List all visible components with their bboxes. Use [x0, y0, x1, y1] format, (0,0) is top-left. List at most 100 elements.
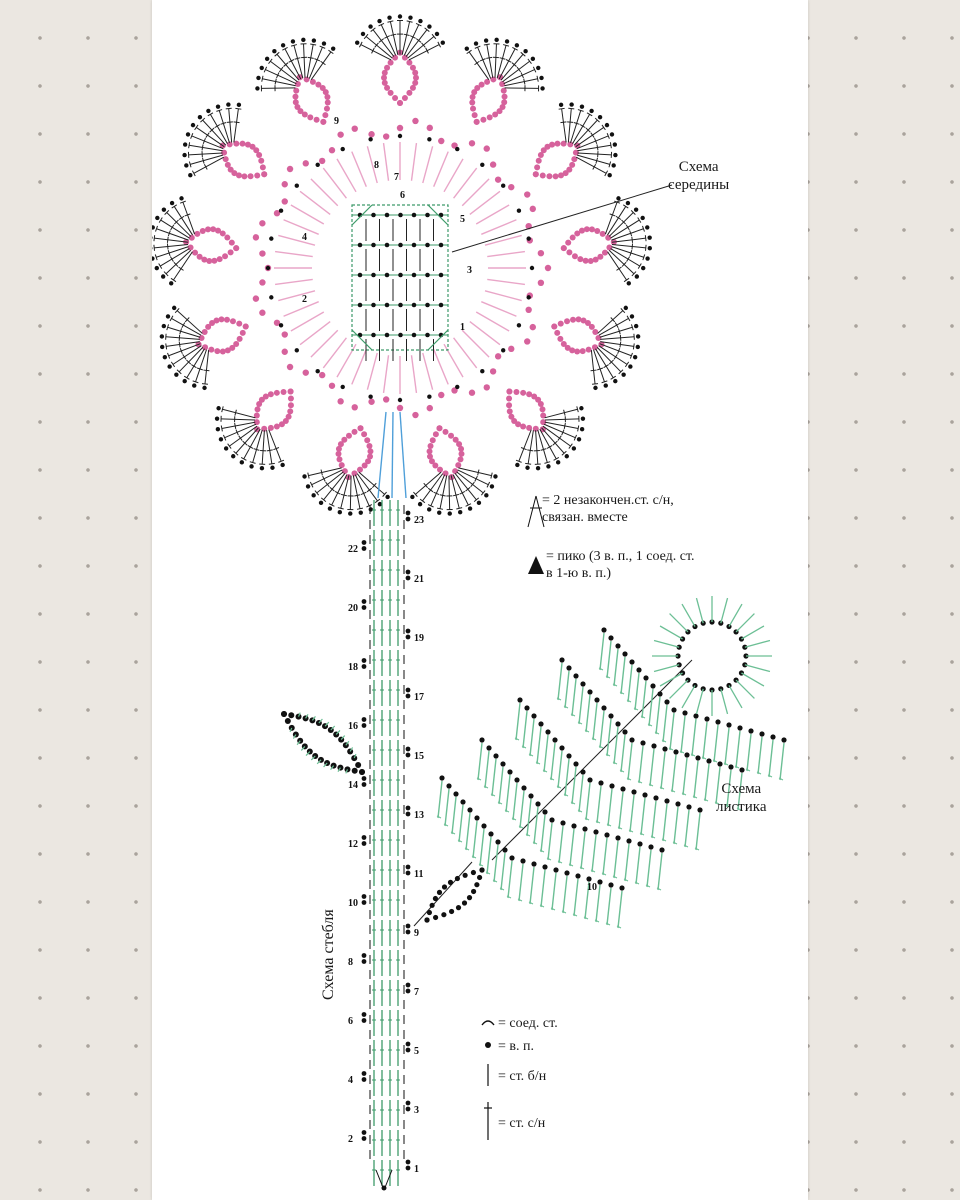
leaf-tip-stitch: [653, 664, 680, 673]
dc-stitch: [527, 430, 534, 464]
leaf-tip-stitch: [720, 688, 729, 715]
leaf-stitch-top: [517, 898, 523, 902]
petal-edge-dot: [632, 354, 638, 360]
dc-stitch-bar: [546, 445, 553, 449]
petal-chain-dot: [224, 347, 231, 354]
petal-chain-dot: [219, 230, 226, 237]
petal-edge-dot: [280, 462, 285, 468]
leaf-stitch: [500, 852, 506, 891]
petal-chain-dot: [384, 84, 391, 91]
dc-stitch-top: [577, 425, 580, 432]
petal-chain-dot: [241, 173, 248, 180]
inner-radial-stitch: [336, 158, 357, 193]
inner-radial-stitch: [484, 290, 522, 302]
leaf-stitch-top: [619, 691, 625, 695]
petal-edge-dot: [635, 334, 641, 339]
petal-edge-dot: [447, 511, 452, 516]
petal-chain-dot: [569, 234, 576, 241]
petal-chain-dot: [242, 323, 249, 330]
dc-stitch: [311, 469, 343, 486]
dc-stitch-bar: [181, 322, 186, 328]
petal-edge-dot: [641, 265, 646, 271]
petal-chain-dot: [569, 347, 576, 354]
petal-chain-dot: [319, 85, 326, 92]
petal-edge-dot: [174, 372, 179, 377]
dc-stitch: [293, 45, 304, 79]
dc-stitch-bar: [201, 157, 205, 164]
dc-stitch-bar: [474, 60, 480, 66]
dc-stitch: [172, 345, 202, 365]
leaf-stitch-top: [518, 825, 524, 829]
leaf-stitch-top: [591, 737, 597, 741]
inner-radial-stitch: [481, 301, 517, 317]
small-leaf-stitch: [305, 714, 309, 719]
petal-edge-dot: [593, 385, 598, 391]
leaf-stitch: [620, 734, 626, 773]
petal-chain-dot: [492, 111, 499, 118]
dc-stitch-bar: [567, 121, 574, 123]
petal-edge-dot: [397, 14, 403, 19]
petal-chain-dot: [205, 226, 212, 233]
petal: [152, 196, 240, 286]
petal-edge-dot: [368, 24, 373, 29]
dc-stitch-top: [630, 324, 634, 331]
leaf-stitch-top: [637, 780, 643, 784]
ring-black-dot: [501, 348, 506, 353]
dc-stitch: [422, 473, 444, 502]
leaf-chain-dot: [514, 777, 520, 783]
leaf-stitch-top: [550, 907, 556, 911]
dc-stitch-bar: [609, 213, 616, 217]
leaf-stitch: [580, 831, 586, 870]
stem-turn-dot: [361, 723, 367, 728]
dc-stitch-bar: [527, 449, 534, 452]
petal-chain-dot: [540, 419, 547, 426]
leaf-stitch-top: [506, 895, 512, 899]
petal-chain-dot: [583, 226, 590, 233]
inner-radial-stitch: [484, 234, 522, 246]
petal-chain-dot: [591, 344, 598, 351]
dc-stitch: [541, 427, 565, 454]
leaf-stitch-top: [476, 777, 482, 781]
ring-chain-dot: [328, 382, 336, 389]
petal-edge-dot: [467, 506, 473, 511]
petal-edge-dot: [321, 41, 327, 46]
petal-chain-dot: [366, 442, 373, 449]
leaf-chain-dot: [439, 775, 445, 781]
leaf-tip-dot: [700, 620, 706, 626]
petal-chain-dot: [381, 79, 388, 86]
dc-stitch-bar: [182, 354, 187, 360]
petal-chain-dot: [437, 466, 444, 473]
ring-chain-dot: [494, 353, 502, 360]
petal-edge-dot: [616, 196, 621, 201]
dc-stitch: [270, 60, 298, 83]
leaf-stitch: [515, 702, 521, 741]
petal-chain-dot: [351, 470, 358, 477]
leaf-stitch-top: [617, 826, 623, 830]
petal-chain-dot: [309, 78, 316, 85]
petal-chain-dot: [588, 226, 595, 233]
leaf-stitch-top: [521, 745, 527, 749]
center-chain-dot: [425, 272, 430, 278]
leaf-stitch: [458, 804, 464, 843]
leaf-chain-dot: [643, 675, 649, 681]
leaf-chain-dot: [573, 761, 579, 767]
leaf-stem-dot: [479, 867, 485, 873]
dc-stitch-top: [167, 352, 171, 359]
petal-edge-dot: [579, 104, 585, 109]
petal-chain-dot: [315, 81, 322, 88]
inner-radial-stitch: [487, 250, 526, 258]
petal: [560, 196, 652, 286]
dc-stitch-bar: [167, 250, 171, 257]
dc-stitch-bar: [594, 138, 598, 144]
dc-stitch: [284, 48, 302, 80]
leaf-chain-dot: [587, 777, 593, 783]
leaf-chain-dot: [615, 835, 621, 841]
leaf-stitch: [484, 750, 490, 789]
dc-stitch: [171, 317, 202, 336]
ring-black-dot: [427, 137, 432, 142]
leaf-stem-dot: [470, 888, 477, 895]
leaf-stitch-top: [645, 884, 651, 888]
dc-stitch-bar: [486, 56, 493, 59]
dc-stitch-top: [363, 33, 369, 40]
ring-black-dot: [278, 208, 284, 213]
